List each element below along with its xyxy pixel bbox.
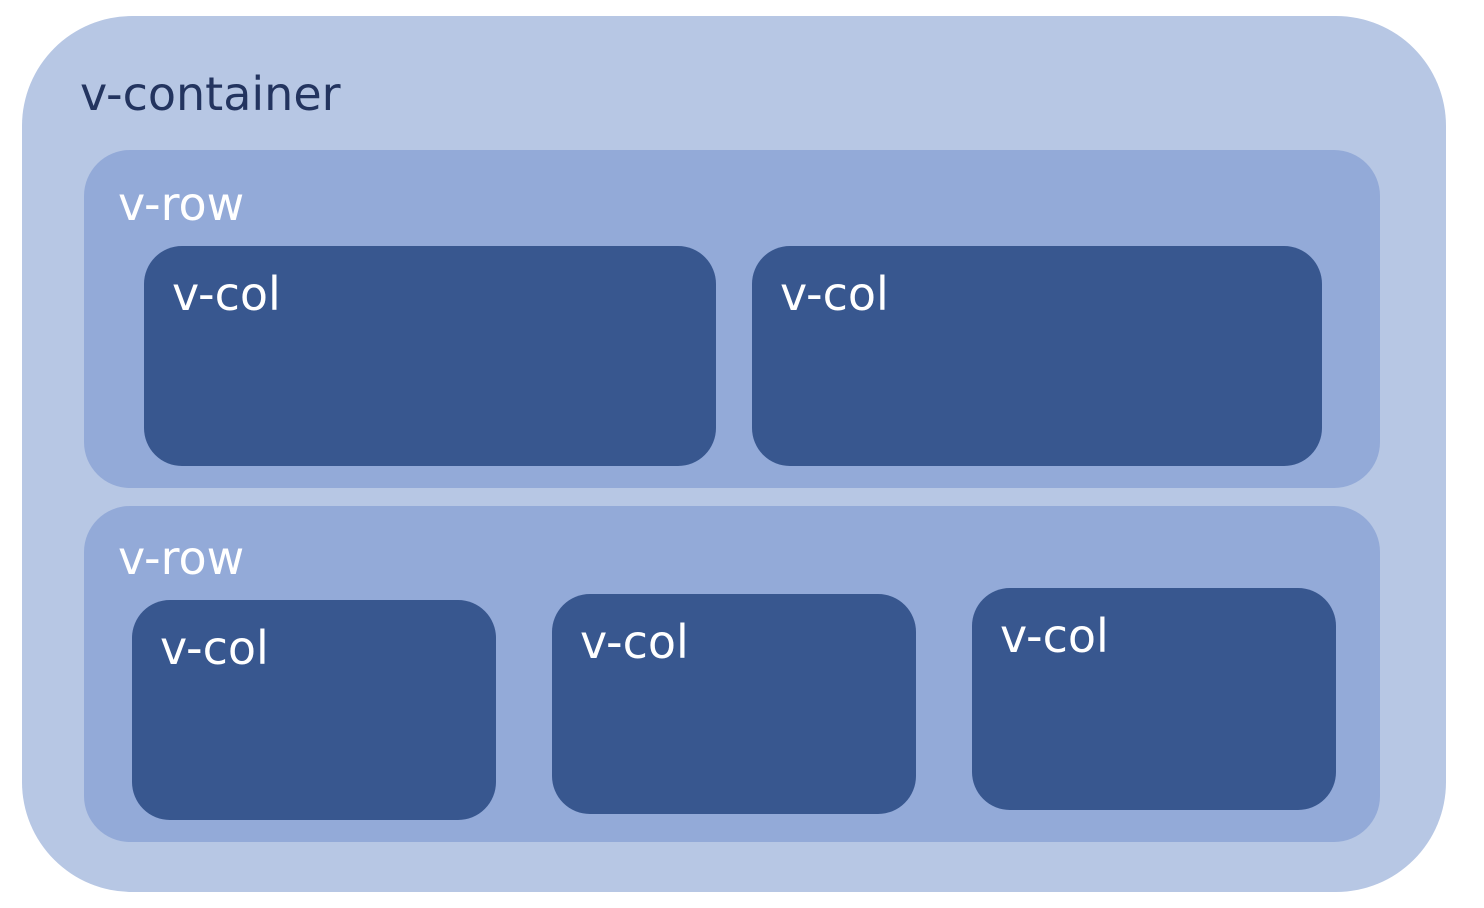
v-col-box-row2-3: v-col — [972, 588, 1336, 810]
v-row-label-2: v-row — [118, 531, 245, 585]
v-col-label: v-col — [160, 621, 269, 675]
v-col-box-row1-2: v-col — [752, 246, 1322, 466]
v-col-box-row1-1: v-col — [144, 246, 716, 466]
v-row-label-1: v-row — [118, 177, 245, 231]
v-col-label: v-col — [172, 267, 281, 321]
v-col-box-row2-1: v-col — [132, 600, 496, 820]
v-col-label: v-col — [580, 615, 689, 669]
v-col-box-row2-2: v-col — [552, 594, 916, 814]
v-col-label: v-col — [1000, 609, 1109, 663]
v-container-label: v-container — [80, 67, 341, 121]
v-col-label: v-col — [780, 267, 889, 321]
